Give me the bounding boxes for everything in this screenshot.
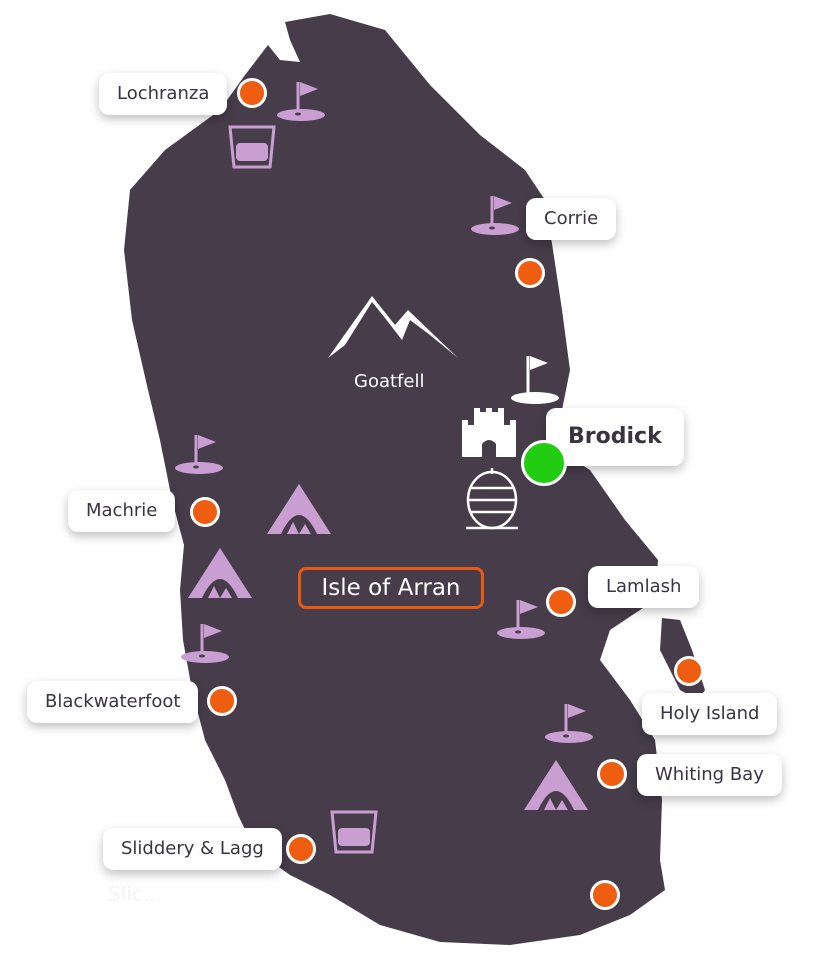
place-pin-corrie[interactable] <box>515 258 545 288</box>
place-pin-whiting-bay[interactable] <box>597 759 627 789</box>
place-pin-lochranza[interactable] <box>237 78 267 108</box>
place-pin-blackwaterfoot[interactable] <box>207 686 237 716</box>
place-pin-machrie[interactable] <box>190 497 220 527</box>
goatfell-label: Goatfell <box>354 371 425 392</box>
place-label-whiting-bay[interactable]: Whiting Bay <box>637 754 782 796</box>
place-label-machrie[interactable]: Machrie <box>68 490 176 532</box>
place-pin-holy-island[interactable] <box>674 656 704 686</box>
place-pin-lamlash[interactable] <box>546 587 576 617</box>
place-label-sliddery-lagg[interactable]: Sliddery & Lagg <box>103 828 282 870</box>
arran-landmass <box>124 14 665 945</box>
castle-icon <box>462 408 516 457</box>
map-title: Isle of Arran <box>298 567 484 609</box>
place-label-brodick[interactable]: Brodick <box>546 408 684 466</box>
place-label-lamlash[interactable]: Lamlash <box>588 566 700 608</box>
goatfell-mountain-icon <box>328 296 458 358</box>
faded-label: Slic... <box>108 882 162 906</box>
golf-flag-icon <box>511 356 559 404</box>
barrel-icon <box>466 468 518 530</box>
place-pin-brodick[interactable] <box>521 440 567 486</box>
place-pin-sliddery-lagg[interactable] <box>286 834 316 864</box>
place-label-holy-island[interactable]: Holy Island <box>642 693 778 735</box>
place-label-blackwaterfoot[interactable]: Blackwaterfoot <box>27 681 199 723</box>
place-pin-south[interactable] <box>590 880 620 910</box>
place-label-lochranza[interactable]: Lochranza <box>99 73 228 115</box>
place-label-corrie[interactable]: Corrie <box>526 198 617 240</box>
